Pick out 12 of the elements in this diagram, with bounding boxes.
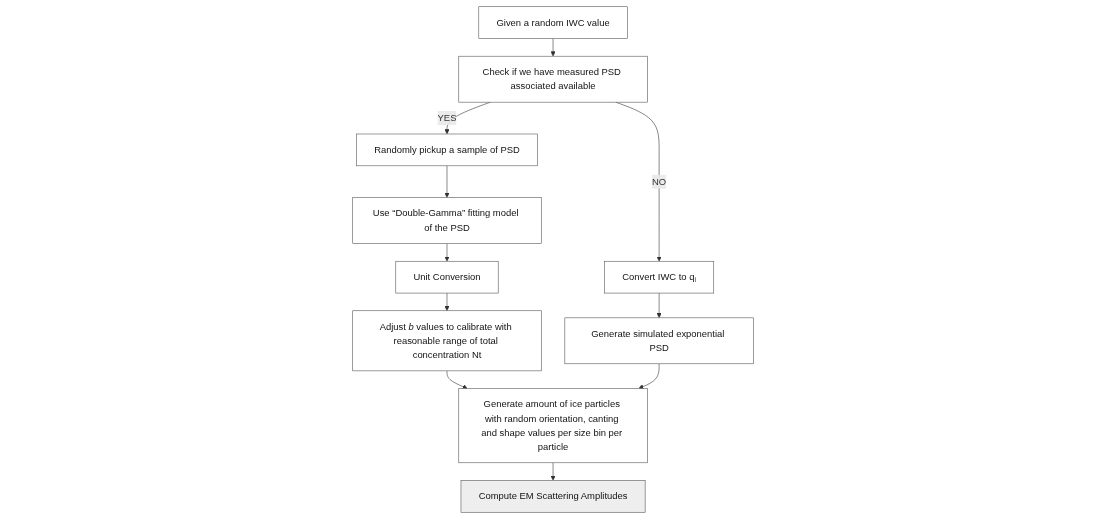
node-box: Use “Double-Gamma” fitting model of the PSD: [352, 197, 542, 244]
node-box: Given a random IWC value: [478, 6, 629, 39]
node-box: Convert IWC to q$_{i}$: [604, 260, 715, 294]
node-box: Check if we have measured PSD associated available: [458, 55, 649, 103]
edge-label: NO: [652, 176, 667, 187]
node-box: Adjust b values to calibrate with reasonable range of total concentration Nt: [352, 310, 542, 372]
node-box: Generate amount of ice particles with random orientation, canting and shape values per size bin per particle: [458, 388, 649, 464]
node-box: Compute EM Scattering Amplitudes: [461, 480, 646, 513]
edge-label: YES: [438, 112, 457, 123]
node-box: Unit Conversion: [395, 260, 499, 294]
node-box: Generate simulated exponential PSD: [565, 317, 755, 365]
node-box: Randomly pickup a sample of PSD: [356, 133, 539, 167]
